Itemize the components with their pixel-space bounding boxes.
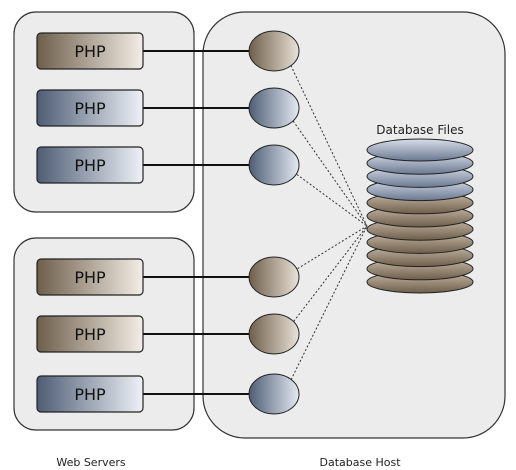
dotted-links [283,50,368,395]
php-server-label: PHP [74,99,106,118]
php-server-box: PHP [36,146,144,184]
solid-links [143,50,251,395]
dotted-link [283,50,368,227]
php-server-label: PHP [74,156,106,175]
php-servers: PHP PHP PHP PHP PHP PHP [36,32,144,413]
database-disc-blue [366,138,474,162]
dotted-link [283,225,368,278]
php-server-rect [36,32,144,70]
connection-node [248,30,300,72]
database-host-label: Database Host [319,456,401,469]
php-server-box: PHP [36,258,144,296]
php-server-label: PHP [74,385,106,404]
php-server-label: PHP [74,325,106,344]
php-server-box: PHP [36,315,144,353]
php-server-rect [36,315,144,353]
php-server-box: PHP [36,89,144,127]
connection-pool [248,30,300,415]
php-server-rect [36,258,144,296]
connection-node [248,256,300,298]
dotted-link [283,107,368,227]
connection-node [248,87,300,129]
connection-node [248,144,300,186]
php-server-label: PHP [74,42,106,61]
php-server-rect [36,375,144,413]
dotted-link [283,225,368,335]
database-files-label: Database Files [376,123,463,137]
php-server-box: PHP [36,375,144,413]
connection-node [248,373,300,415]
php-server-label: PHP [74,268,106,287]
php-server-rect [36,146,144,184]
php-server-box: PHP [36,32,144,70]
database-files-stack [366,138,474,294]
dotted-link [283,225,368,395]
connection-node [248,313,300,355]
php-server-rect [36,89,144,127]
dotted-link [283,164,368,227]
web-servers-label: Web Servers [56,456,126,469]
